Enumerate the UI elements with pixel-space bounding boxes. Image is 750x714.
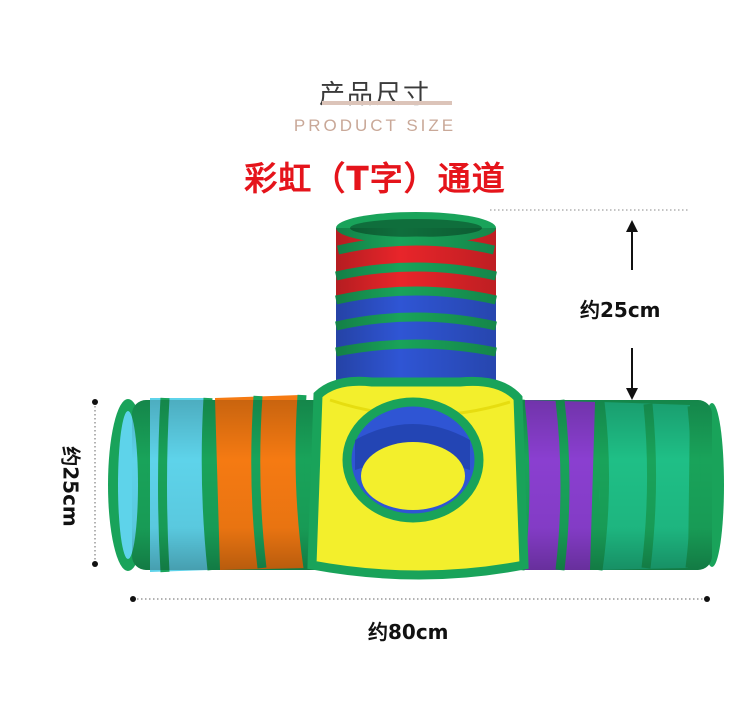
- tunnel-top-branch: [335, 212, 497, 393]
- arrow-down-icon: [626, 348, 638, 400]
- section-title: 产品尺寸: [318, 80, 431, 110]
- title-underline: [322, 101, 452, 105]
- section-subtitle: PRODUCT SIZE: [293, 116, 457, 135]
- dimension-guides: [92, 209, 710, 602]
- diameter-label: 约25cm: [58, 446, 83, 527]
- arrow-up-icon: [626, 220, 638, 270]
- height-label: 约25cm: [580, 298, 661, 322]
- product-name: 彩虹（T字）通道: [244, 159, 506, 198]
- tunnel-junction: [307, 376, 529, 580]
- width-label: 约80cm: [368, 620, 449, 644]
